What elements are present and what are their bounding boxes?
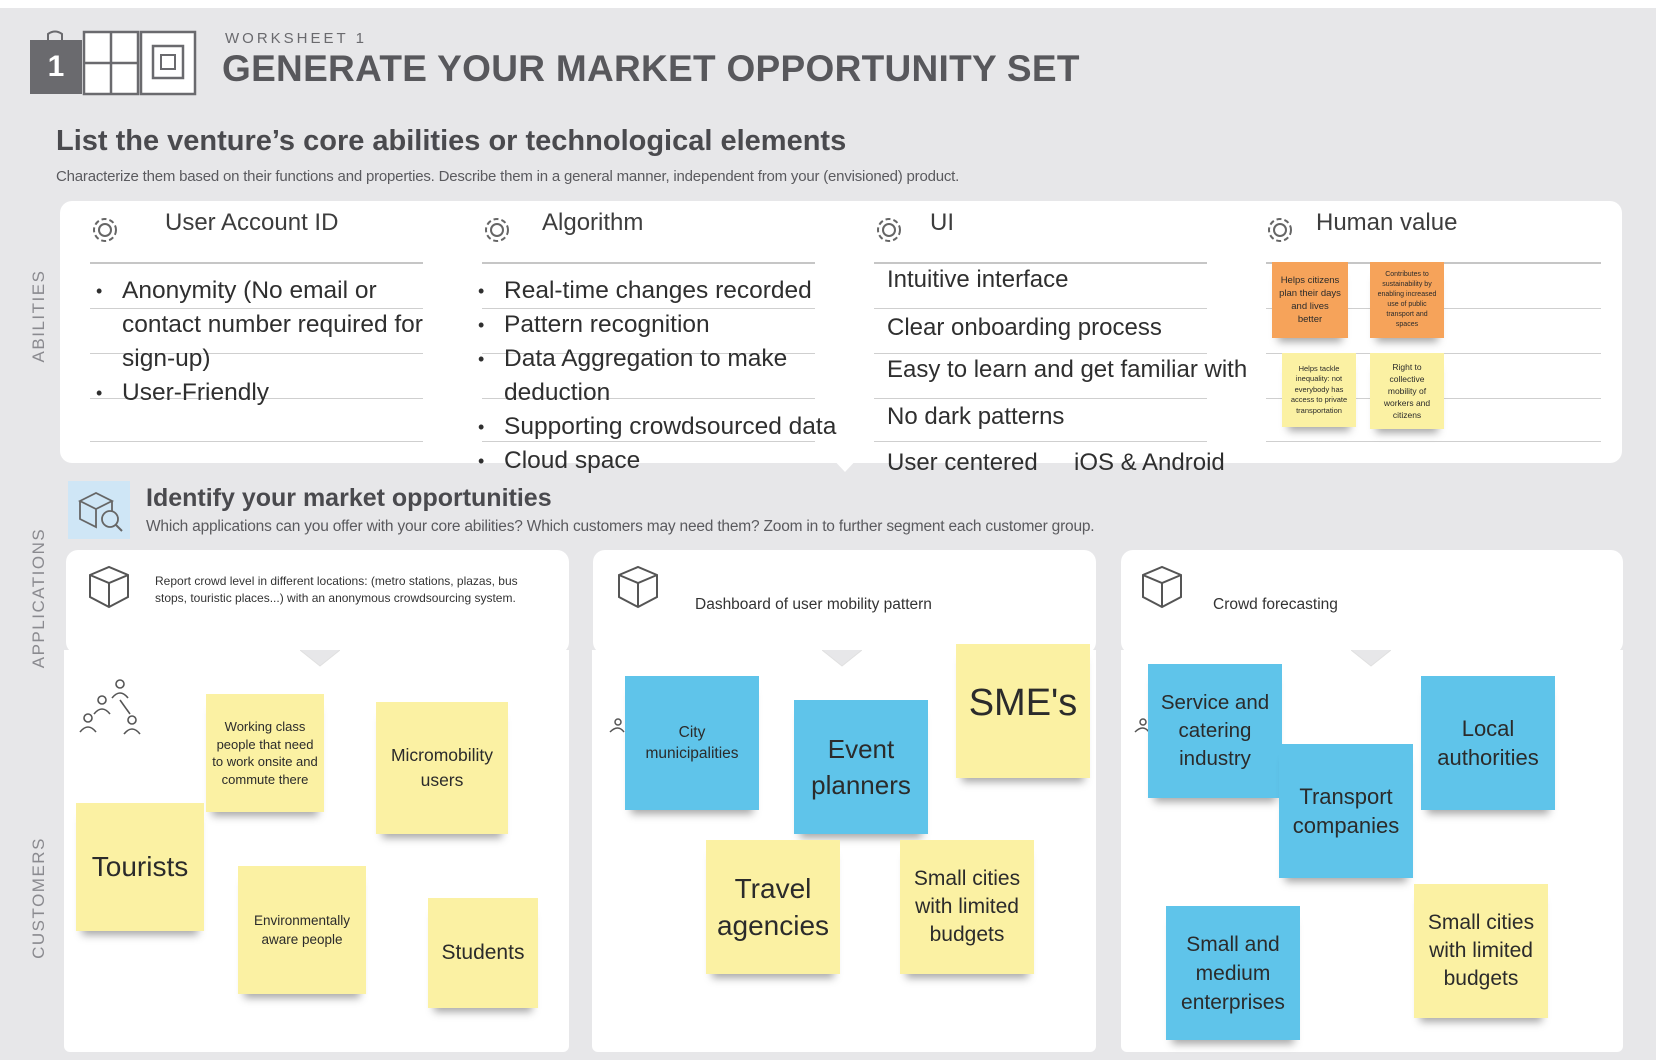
application-panel-2	[593, 550, 1096, 654]
application-text: Crowd forecasting	[1213, 596, 1338, 613]
sticky-note[interactable]: Local authorities	[1421, 676, 1555, 810]
sticky-note[interactable]: Small cities with limited budgets	[900, 840, 1034, 974]
list-item: Clear onboarding process	[887, 314, 1162, 341]
section-abilities-subtitle: Characterize them based on their functio…	[56, 168, 960, 185]
panel-pointer	[822, 650, 862, 667]
gear-icon	[88, 213, 122, 247]
list-item: Intuitive interface	[887, 266, 1069, 293]
worksheet-canvas: 1 WORKSHEET 1 GENERATE YOUR MARKET OPPOR…	[0, 8, 1656, 1060]
list-item: Pattern recognition	[472, 308, 862, 342]
gear-icon	[480, 213, 514, 247]
sticky-note[interactable]: SME's	[956, 644, 1090, 778]
panel-pointer	[300, 650, 340, 667]
list-item: User centered	[887, 449, 1038, 476]
sticky-note[interactable]: Helps citizens plan their days and lives…	[1272, 262, 1348, 338]
sticky-note[interactable]: Working class people that need to work o…	[206, 694, 324, 812]
section-opportunities-title: Identify your market opportunities	[146, 484, 552, 512]
worksheet-logo: 1	[28, 28, 208, 96]
sticky-note[interactable]: Service and catering industry	[1148, 664, 1282, 798]
list-item: Cloud space	[472, 444, 862, 478]
people-network-icon	[76, 676, 146, 736]
application-panel-1	[66, 550, 569, 654]
list-item: No dark patterns	[887, 403, 1065, 430]
sticky-note[interactable]: Tourists	[76, 803, 204, 931]
sticky-note[interactable]: Small cities with limited budgets	[1414, 884, 1548, 1018]
list-item: Supporting crowdsourced data	[472, 410, 862, 444]
box-icon	[1139, 563, 1185, 611]
side-label-customers: CUSTOMERS	[29, 837, 48, 959]
application-text: Report crowd level in different location…	[155, 574, 518, 605]
section-abilities-title: List the venture’s core abilities or tec…	[56, 125, 847, 157]
box-icon	[86, 563, 132, 611]
divider	[874, 441, 1207, 442]
page-title: GENERATE YOUR MARKET OPPORTUNITY SET	[222, 48, 1080, 89]
side-label-abilities: ABILITIES	[29, 269, 48, 363]
list-item: Easy to learn and get familiar with	[887, 356, 1248, 383]
divider	[90, 262, 423, 264]
ability-list-1: Anonymity (No email or contact number re…	[90, 274, 430, 410]
divider	[1266, 441, 1601, 442]
application-panel-3	[1121, 550, 1623, 654]
sticky-note[interactable]: Contributes to sustainability by enablin…	[1370, 262, 1444, 338]
people-network-icon	[1131, 716, 1151, 736]
ability-title-2: Algorithm	[542, 209, 644, 236]
sticky-note[interactable]: Right to collective mobility of workers …	[1370, 353, 1444, 429]
divider	[874, 353, 1207, 354]
sticky-note[interactable]: Environmentally aware people	[238, 866, 366, 994]
ability-title-4: Human value	[1316, 209, 1458, 236]
panel-pointer	[1351, 650, 1391, 667]
box-icon	[615, 563, 661, 611]
sticky-note[interactable]: Students	[428, 898, 538, 1008]
ability-title-1: User Account ID	[165, 209, 339, 236]
divider	[874, 398, 1207, 399]
list-item: iOS & Android	[1074, 449, 1225, 476]
list-item: Real-time changes recorded	[472, 274, 862, 308]
sticky-note[interactable]: Helps tackle inequality: not everybody h…	[1282, 353, 1356, 427]
list-item: Data Aggregation to make deduction	[472, 342, 834, 410]
worksheet-kicker: WORKSHEET 1	[225, 30, 367, 47]
section-opportunities-subtitle: Which applications can you offer with yo…	[146, 518, 1095, 535]
list-item: User-Friendly	[90, 376, 430, 410]
divider	[482, 262, 815, 264]
sticky-note[interactable]: Micromobility users	[376, 702, 508, 834]
ability-list-2: Real-time changes recorded Pattern recog…	[472, 274, 862, 478]
sticky-note[interactable]: City municipalities	[625, 676, 759, 810]
divider	[874, 308, 1207, 309]
search-box-icon	[68, 481, 130, 539]
application-text: Dashboard of user mobility pattern	[695, 596, 932, 613]
divider	[874, 262, 1207, 264]
sticky-note[interactable]: Small and medium enterprises	[1166, 906, 1300, 1040]
sticky-note[interactable]: Event planners	[794, 700, 928, 834]
sticky-note[interactable]: Travel agencies	[706, 840, 840, 974]
list-item: Anonymity (No email or contact number re…	[90, 274, 430, 376]
sticky-note[interactable]: Transport companies	[1279, 744, 1413, 878]
ability-title-3: UI	[930, 209, 954, 236]
divider	[90, 441, 423, 442]
people-network-icon	[606, 716, 626, 736]
gear-icon	[872, 213, 906, 247]
worksheet-number: 1	[47, 50, 65, 83]
gear-icon	[1263, 213, 1297, 247]
side-label-applications: APPLICATIONS	[29, 527, 48, 669]
